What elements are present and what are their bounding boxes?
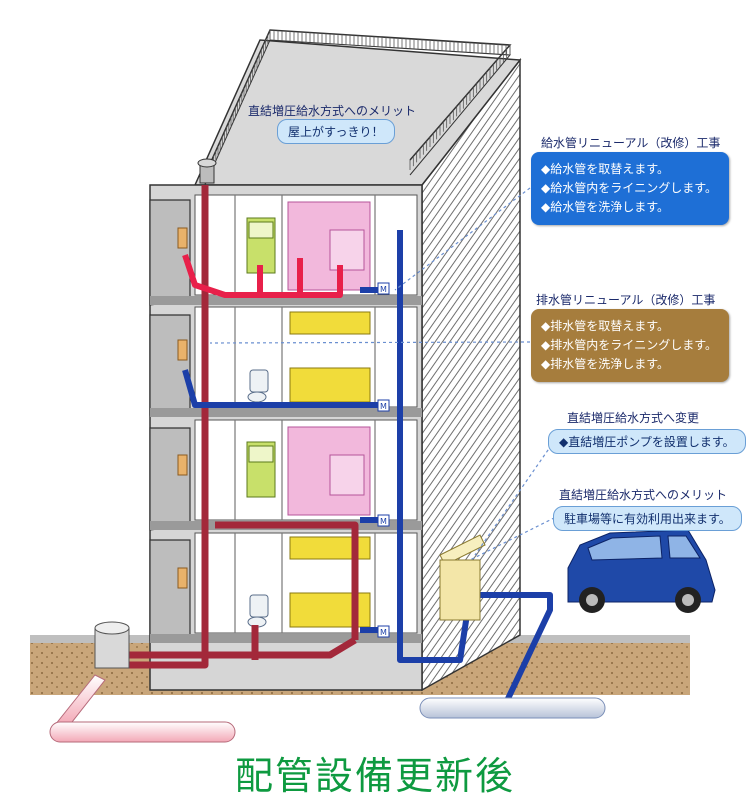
drain-renewal-item: ◆排水管内をライニングします。 [541, 338, 718, 352]
water-renewal-item: ◆給水管を取替えます。 [541, 162, 670, 176]
drain-renewal-item: ◆排水管を洗浄します。 [541, 357, 670, 371]
diagram-caption: 配管設備更新後 [234, 754, 515, 798]
washstand-units [246, 217, 276, 498]
pump-change-title: 直結増圧給水方式へ変更 [567, 411, 700, 425]
hot-water-pipes [182, 254, 343, 298]
meter-labels: M M M M [380, 285, 387, 637]
underground-supply-main [419, 697, 606, 719]
meter-label: M [380, 402, 387, 411]
water-renewal-box: ◆給水管を取替えます。 ◆給水管内をライニングします。 ◆給水管を洗浄します。 [531, 152, 729, 225]
meter-label: M [380, 628, 387, 637]
drain-renewal-box: ◆排水管を取替えます。 ◆排水管内をライニングします。 ◆排水管を洗浄します。 [531, 309, 729, 382]
pump-change-pill: ◆直結増圧ポンプを設置します。 [548, 429, 746, 454]
parking-merit-title: 直結増圧給水方式へのメリット [559, 488, 728, 502]
callout-leaders [209, 187, 561, 561]
roof-vent [197, 158, 217, 184]
water-renewal-title: 給水管リニューアル（改修）工事 [541, 136, 721, 150]
water-meters [377, 282, 390, 638]
drain-manhole [94, 621, 130, 669]
car-illustration [567, 529, 716, 613]
meter-label: M [380, 517, 387, 526]
balconies [149, 199, 191, 641]
bathroom-units [287, 201, 371, 516]
roof-merit-pill: 屋上がすっきり！ [277, 119, 395, 144]
interior-walls [234, 195, 376, 633]
booster-pump-cabinet [439, 534, 486, 621]
parking-merit-pill: 駐車場等に有効利用出来ます。 [553, 506, 742, 531]
roof-merit-title: 直結増圧給水方式へのメリット [248, 104, 417, 118]
drain-renewal-title: 排水管リニューアル（改修）工事 [536, 293, 716, 307]
toilet-units [247, 369, 269, 628]
underground-sewer-main [49, 674, 236, 743]
drain-pipes [120, 185, 359, 669]
water-renewal-item: ◆給水管を洗浄します。 [541, 200, 670, 214]
water-heaters [177, 227, 188, 589]
drain-renewal-item: ◆排水管を取替えます。 [541, 319, 670, 333]
meter-label: M [380, 285, 387, 294]
water-renewal-item: ◆給水管内をライニングします。 [541, 181, 718, 195]
